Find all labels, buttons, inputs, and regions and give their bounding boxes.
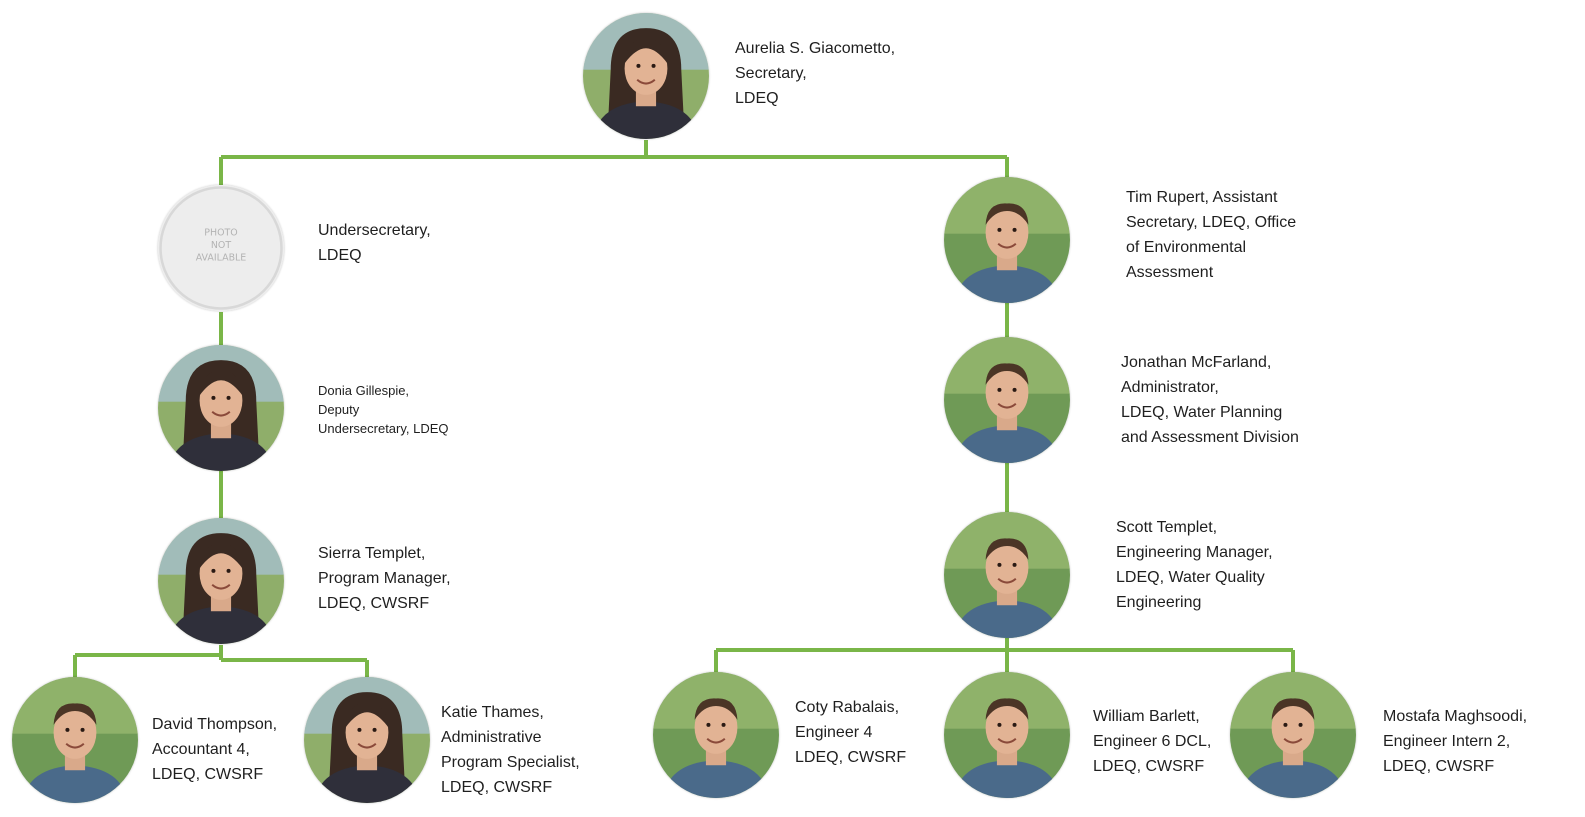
caption-line: Deputy [318,402,360,417]
node-caption: William Barlett, Engineer 6 DCL, LDEQ, CWS… [1093,704,1211,779]
caption-line: LDEQ, Water Planning [1121,404,1283,421]
placeholder-text: PHOTO [204,227,237,238]
node-caption: Sierra Templet, Program Manager, LDEQ, CWS… [318,541,451,616]
placeholder-text: NOT [211,240,231,251]
placeholder-text: AVAILABLE [196,253,247,264]
caption-line: Accountant 4, [152,741,250,758]
caption-line: LDEQ, CWSRF [795,749,907,766]
caption-line: Undersecretary, LDEQ [318,421,449,436]
caption-line: Katie Thames, [441,704,544,721]
caption-line: David Thompson, [152,716,278,733]
caption-line: LDEQ, Water Quality [1116,569,1265,586]
portrait-photo [1230,672,1356,798]
caption-line: Program Manager, [318,570,451,587]
caption-line: Engineer 6 DCL, [1093,733,1212,750]
node-caption: David Thompson, Accountant 4, LDEQ, CWSRF [152,712,277,787]
portrait-photo [304,677,430,803]
caption-line: LDEQ, CWSRF [1093,758,1205,775]
caption-line: and Assessment Division [1121,429,1299,446]
caption-line: William Barlett, [1093,708,1200,725]
caption-line: Donia Gillespie, [318,383,410,398]
caption-line: Administrator, [1121,379,1219,396]
node-caption: Jonathan McFarland, Administrator, LDEQ, W… [1121,350,1299,450]
caption-line: LDEQ, CWSRF [441,779,553,796]
caption-line: Assessment [1126,264,1214,281]
caption-line: Scott Templet, [1116,519,1218,536]
caption-line: Undersecretary, [318,222,431,239]
caption-line: of Environmental [1126,239,1247,256]
portrait-photo [158,518,284,644]
caption-line: Tim Rupert, Assistant [1126,189,1278,206]
portrait-photo [944,337,1070,463]
portrait-photo [944,177,1070,303]
caption-line: Engineer 4 [795,724,873,741]
caption-line: LDEQ [318,247,362,264]
caption-line: Program Specialist, [441,754,580,771]
caption-line: Engineering Manager, [1116,544,1273,561]
caption-line: Jonathan McFarland, [1121,354,1272,371]
caption-line: Secretary, [735,65,807,82]
caption-line: LDEQ, CWSRF [1383,758,1495,775]
node-caption: Mostafa Maghsoodi, Engineer Intern 2, LDEQ… [1383,704,1527,779]
caption-line: Coty Rabalais, [795,699,900,716]
portrait-photo [653,672,779,798]
caption-line: Aurelia S. Giacometto, [735,40,896,57]
portrait-photo [944,512,1070,638]
caption-line: Secretary, LDEQ, Office [1126,214,1297,231]
caption-line: LDEQ [735,90,779,107]
node-caption: Aurelia S. Giacometto, Secretary, LDEQ [735,36,895,111]
caption-line: Mostafa Maghsoodi, [1383,708,1528,725]
caption-line: Engineer Intern 2, [1383,733,1511,750]
portrait-photo [944,672,1070,798]
caption-line: LDEQ, CWSRF [152,766,264,783]
caption-line: LDEQ, CWSRF [318,595,430,612]
node-caption: Undersecretary, LDEQ [318,218,431,268]
portrait-photo [158,345,284,471]
node-caption: Coty Rabalais, Engineer 4 LDEQ, CWSRF [795,695,906,770]
caption-line: Engineering [1116,594,1202,611]
portrait-photo [583,13,709,139]
photo-not-available: PHOTO NOT AVAILABLE [158,185,284,311]
portrait-photo [12,677,138,803]
caption-line: Administrative [441,729,542,746]
caption-line: Sierra Templet, [318,545,426,562]
node-caption: Scott Templet, Engineering Manager, LDEQ, … [1116,515,1273,615]
